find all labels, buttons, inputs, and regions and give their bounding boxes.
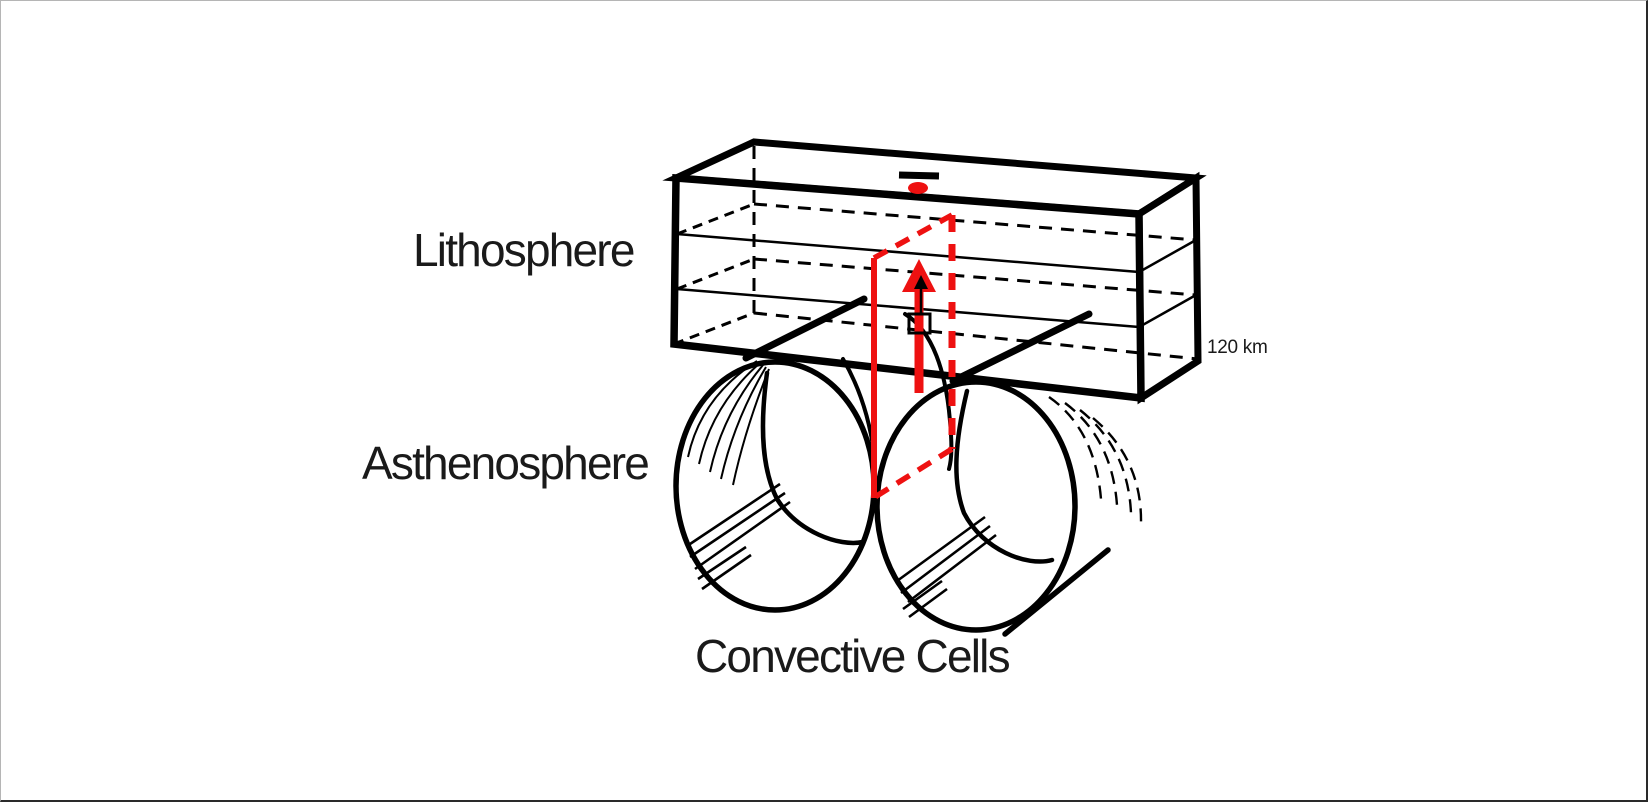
depth-scale-label: 120 km	[1207, 337, 1268, 358]
upwelling-arrow	[902, 259, 936, 393]
upwelling-arrowhead-icon	[902, 259, 936, 292]
slice-plane-top-edge	[872, 212, 954, 261]
asthenosphere-label: Asthenosphere	[362, 437, 650, 489]
box-right-face	[1135, 171, 1202, 405]
left-cell-motion-arcs	[687, 360, 770, 486]
spreading-slice-plane	[871, 212, 956, 500]
convective-cell-right	[874, 312, 1143, 637]
right-cell-flow-curve	[954, 388, 1055, 564]
right-cell-rim	[874, 379, 1078, 633]
convective-cells-label: Convective Cells	[695, 630, 1011, 682]
left-shear-line	[742, 295, 868, 362]
box-hidden-bottom-left-edge	[673, 311, 755, 346]
focus-marker	[907, 275, 932, 335]
surface-fissure-mark	[898, 171, 940, 180]
right-cell-strata-band	[896, 515, 997, 619]
right-cell-motion-arcs	[1048, 396, 1143, 524]
surface-hotspot	[898, 171, 940, 194]
right-cell-bottom-tangent	[1002, 547, 1111, 637]
focus-arrowhead-icon	[914, 275, 928, 289]
convective-cell-left	[673, 357, 877, 613]
shear-diagonal-lines	[742, 295, 1093, 385]
hotspot-dot-icon	[908, 182, 928, 194]
slice-plane-bottom-edge	[873, 446, 954, 500]
box-layer-lines	[676, 202, 1197, 329]
focus-square-icon	[907, 312, 932, 335]
left-cell-strata-band	[686, 482, 791, 591]
right-shear-line	[949, 310, 1093, 385]
lithosphere-label: Lithosphere	[413, 224, 635, 276]
